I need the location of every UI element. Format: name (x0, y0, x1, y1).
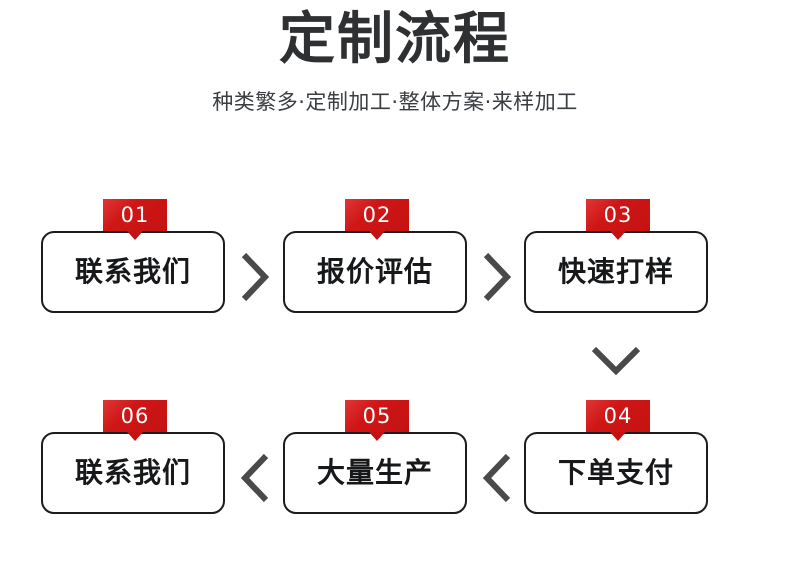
badge-tail-icon (610, 231, 626, 240)
step-label-03: 快速打样 (557, 255, 674, 288)
step-badge-01: 01 (103, 199, 167, 240)
step-box-06[interactable]: 联系我们 (41, 432, 225, 514)
step-badge-04: 04 (586, 400, 650, 441)
step-number-01: 01 (120, 203, 150, 227)
step-label-02: 报价评估 (316, 255, 433, 288)
step-label-05: 大量生产 (316, 456, 433, 489)
step-badge-03: 03 (586, 199, 650, 240)
step-number-03: 03 (603, 203, 633, 227)
badge-tail-icon (369, 231, 385, 240)
step-label-06: 联系我们 (74, 456, 191, 489)
flow-step-05[interactable]: 05 大量生产 (283, 400, 467, 514)
flow-row-1: 01 联系我们 02 报价评估 (0, 190, 790, 320)
step-label-01: 联系我们 (74, 255, 191, 288)
flow-step-04[interactable]: 04 下单支付 (524, 400, 708, 514)
step-number-06: 06 (120, 404, 150, 428)
step-badge-02: 02 (345, 199, 409, 240)
step-box-04[interactable]: 下单支付 (524, 432, 708, 514)
step-number-05: 05 (362, 404, 392, 428)
step-number-04: 04 (603, 404, 633, 428)
step-box-05[interactable]: 大量生产 (283, 432, 467, 514)
page-title: 定制流程 (279, 7, 511, 72)
step-number-02: 02 (362, 203, 392, 227)
flow-row-2: 06 联系我们 05 大量生产 (0, 391, 790, 521)
badge-tail-icon (369, 432, 385, 441)
step-box-02[interactable]: 报价评估 (283, 231, 467, 313)
step-badge-06: 06 (103, 400, 167, 441)
connector-chevron-down (589, 343, 643, 379)
page-header: 定制流程 种类繁多·定制加工·整体方案·来样加工 (0, 0, 790, 115)
page-subtitle: 种类繁多·定制加工·整体方案·来样加工 (212, 90, 578, 114)
flow-step-03[interactable]: 03 快速打样 (524, 199, 708, 313)
step-badge-05: 05 (345, 400, 409, 441)
step-label-04: 下单支付 (557, 456, 674, 489)
step-box-03[interactable]: 快速打样 (524, 231, 708, 313)
connector-chevron-left-2 (480, 451, 514, 505)
connector-chevron-right-2 (480, 250, 514, 304)
connector-chevron-right-1 (238, 250, 272, 304)
connector-chevron-left-1 (238, 451, 272, 505)
badge-tail-icon (127, 231, 143, 240)
flow-step-06[interactable]: 06 联系我们 (41, 400, 225, 514)
step-box-01[interactable]: 联系我们 (41, 231, 225, 313)
flow-step-02[interactable]: 02 报价评估 (283, 199, 467, 313)
badge-tail-icon (127, 432, 143, 441)
flow-step-01[interactable]: 01 联系我们 (41, 199, 225, 313)
badge-tail-icon (610, 432, 626, 441)
